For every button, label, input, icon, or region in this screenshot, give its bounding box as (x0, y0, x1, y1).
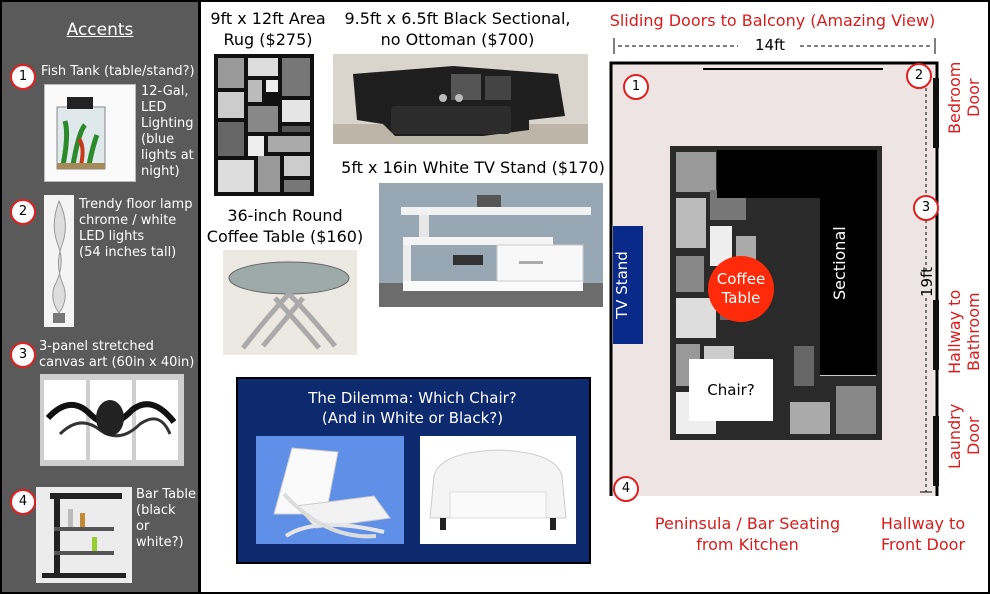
accent-marker-4: 4 (10, 489, 36, 515)
coffee-table-caption: 36-inch Round Coffee Table ($160) (206, 206, 364, 246)
hallway-bathroom-label: Bathroom Hallway to (945, 289, 983, 375)
width-dimension-label: 14ft (755, 36, 785, 54)
plan-marker-4: 4 (613, 476, 639, 502)
plan-marker-3: 3 (913, 195, 939, 221)
floor-lamp-label: Trendy floor lamp chrome / white LED lig… (79, 197, 193, 260)
sectional-image (333, 54, 588, 144)
accents-title: Accents (66, 20, 134, 40)
plan-tv-stand (613, 226, 643, 344)
chesterfield-chair-image (420, 436, 576, 544)
plan-sectional-side (820, 150, 877, 375)
rug-image (214, 54, 314, 196)
accent-marker-3: 3 (10, 342, 36, 368)
barcelona-chair-image (256, 436, 404, 544)
bedroom-door-label: Door Bedroom (945, 61, 983, 135)
plan-marker-1: 1 (623, 74, 649, 100)
plan-marker-2: 2 (906, 63, 932, 89)
height-dimension-label: 19ft (918, 267, 936, 297)
front-door-label: Hallway to Front Door (880, 514, 966, 554)
balcony-doors-label: Sliding Doors to Balcony (Amazing View) (609, 11, 936, 30)
sidebar-divider (198, 0, 201, 594)
fish-tank-label: Fish Tank (table/stand?) (41, 64, 195, 79)
plan-sectional-label: Sectional (830, 226, 849, 300)
sectional-caption: 9.5ft x 6.5ft Black Sectional, no Ottoma… (344, 9, 571, 49)
tv-stand-caption: 5ft x 16in White TV Stand ($170) (341, 158, 605, 177)
canvas-art-label: 3-panel stretched canvas art (60in x 40i… (39, 339, 195, 370)
fish-tank-image (44, 84, 136, 182)
fish-tank-detail: 12-Gal, LED Lighting (blue lights at nig… (141, 84, 194, 179)
plan-coffee-table: Coffee Table (708, 256, 774, 322)
plan-chair: Chair? (689, 359, 773, 421)
accent-marker-2: 2 (10, 199, 36, 225)
bar-table-image (36, 487, 132, 583)
tv-stand-image (379, 183, 603, 307)
accent-marker-1: 1 (10, 64, 36, 90)
plan-tv-stand-label: TV Stand (613, 251, 631, 319)
floor-lamp-image (44, 195, 74, 327)
peninsula-label: Peninsula / Bar Seating from Kitchen (654, 514, 841, 554)
rug-caption: 9ft x 12ft Area Rug ($275) (210, 9, 326, 49)
canvas-art-image (40, 374, 184, 466)
laundry-door-label: Door Laundry (945, 403, 983, 469)
bar-table-label: Bar Table (black or white?) (136, 487, 196, 550)
dilemma-title: The Dilemma: Which Chair? (And in White … (308, 389, 517, 427)
coffee-table-image (223, 250, 357, 355)
